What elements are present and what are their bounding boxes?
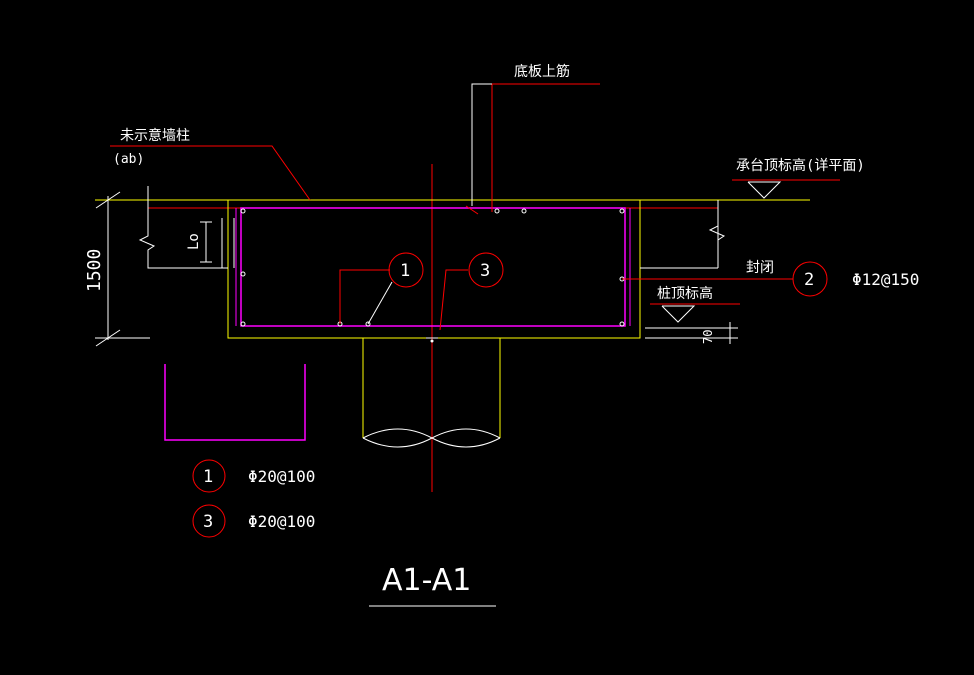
- right-wall-break: [708, 200, 726, 268]
- rebar-dot: [494, 208, 500, 214]
- callout-1-circle: [388, 252, 424, 288]
- wall-column-label: 未示意墙柱: [120, 127, 190, 144]
- callout-3-leader: [439, 269, 468, 331]
- cap-outline: [227, 200, 641, 339]
- callout-3-number: 3: [480, 261, 490, 281]
- legend-bracket: [164, 364, 306, 441]
- rebar-dot: [619, 208, 625, 214]
- callout-1-leader-b: [367, 281, 393, 325]
- pile-top-point: [430, 339, 434, 343]
- callout-3-circle: [468, 252, 504, 288]
- rebar-dot: [240, 271, 246, 277]
- top-rebar-label: 底板上筋: [514, 63, 570, 80]
- pile-elev-label: 桩顶标高: [657, 285, 713, 302]
- rebar-dot: [240, 208, 246, 214]
- callout-2-number: 2: [804, 270, 814, 290]
- left-wall-break: [138, 186, 228, 269]
- legend-1-circle: [192, 459, 226, 493]
- legend-3-spec: Φ20@100: [248, 512, 315, 531]
- wall-column-leader: [110, 145, 311, 201]
- section-title: A1-A1: [382, 563, 471, 598]
- legend-1-number: 1: [203, 467, 213, 487]
- callout-2-circle: [792, 261, 828, 297]
- depth-dim-tick-top: [95, 191, 121, 209]
- lo-label: Lo: [186, 233, 202, 250]
- top-rebar-leader: [491, 83, 600, 212]
- legend-3-circle: [192, 504, 226, 538]
- seal-label: 封闭: [746, 260, 774, 276]
- legend-1-spec: Φ20@100: [248, 467, 315, 486]
- rebar-dot: [521, 208, 527, 214]
- rebar-dot: [619, 321, 625, 327]
- rebar-cage: [240, 207, 626, 327]
- pile-break-b: [362, 428, 501, 448]
- rebar-dot: [365, 321, 371, 327]
- cap-elev-triangle: [747, 181, 782, 199]
- rebar-dots: [240, 208, 625, 327]
- rebar-dot: [240, 321, 246, 327]
- legend-3-number: 3: [203, 512, 213, 532]
- wall-column-sub: (ab): [113, 152, 144, 167]
- pile-elev-triangle: [661, 305, 696, 323]
- top-rebar-leader-tick: [465, 205, 479, 215]
- embed-dim-label: 70: [701, 330, 715, 344]
- spec-2-label: Φ12@150: [852, 270, 919, 289]
- cap-elev-label: 承台顶标高(详平面): [736, 157, 865, 174]
- depth-dim-label: 1500: [84, 249, 105, 292]
- top-rebar-leader-b: [471, 83, 492, 206]
- callout-1-number: 1: [400, 261, 410, 281]
- callout-1-leader: [339, 269, 390, 324]
